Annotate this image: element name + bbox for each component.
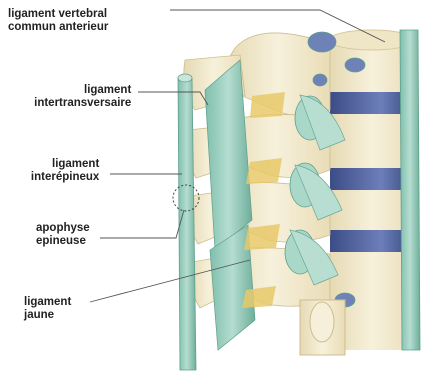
label-ligament-vertebral: ligament vertebral commun anterieur bbox=[8, 8, 108, 34]
leader-line-apophyse bbox=[100, 210, 184, 238]
anterior-longitudinal-ligament bbox=[400, 30, 420, 350]
label-ligament-interepineux: ligament interépineux bbox=[24, 158, 99, 184]
cut-section bbox=[300, 300, 345, 355]
label-apophyse-epineuse: apophyse epineuse bbox=[36, 222, 90, 248]
label-ligament-intertransversaire: ligament intertransversaire bbox=[24, 84, 131, 110]
label-ligament-jaune: ligament jaune bbox=[24, 296, 71, 322]
